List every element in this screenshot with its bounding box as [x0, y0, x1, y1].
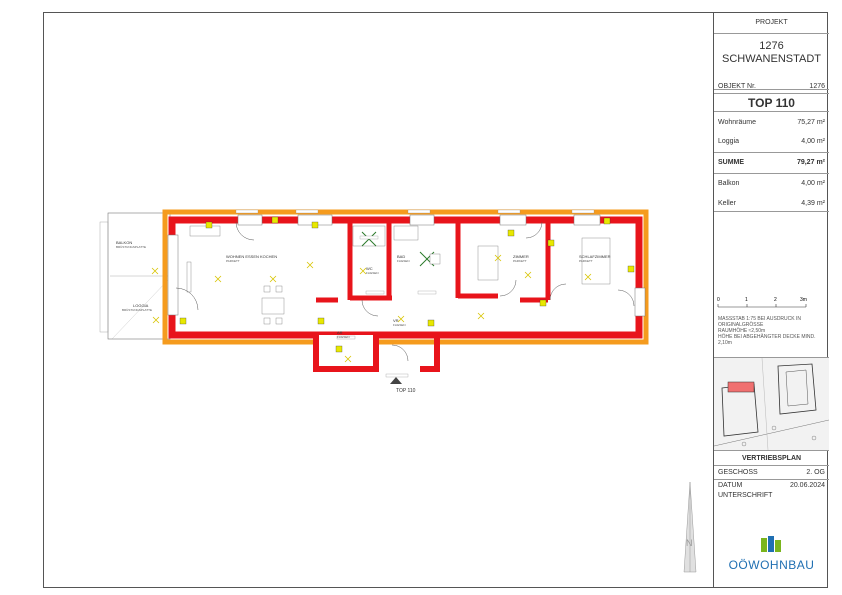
scale-tick: 0: [717, 297, 720, 303]
svg-text:BRÜSTUNGSPLATTE: BRÜSTUNGSPLATTE: [116, 245, 146, 249]
datum-row: DATUM 20.06.2024: [718, 482, 825, 489]
room-wc: WC: [366, 266, 373, 271]
company-logo: OÖWOHNBAU: [714, 534, 829, 572]
area-table: Wohnräume 75,27 m² Loggia 4,00 m² SUMME …: [714, 112, 829, 212]
room-bad: BAD: [397, 254, 405, 259]
objekt-row: OBJEKT Nr. 1276: [714, 79, 829, 94]
svg-text:FLIESEN: FLIESEN: [397, 259, 410, 263]
area-sum-row: SUMME 79,27 m²: [714, 153, 829, 174]
room-wohnen: WOHNEN ESSEN KOCHEN: [226, 254, 277, 259]
room-balkon: BALKON: [116, 240, 132, 245]
scale-block: 0 1 2 3m MASSSTAB 1:75 BEI AUSDRUCK IN O…: [714, 292, 829, 358]
outer-wall: [162, 209, 649, 345]
svg-text:FLIESEN: FLIESEN: [337, 335, 350, 339]
svg-text:FLIESEN: FLIESEN: [366, 271, 379, 275]
drawing-sheet: [43, 12, 828, 588]
room-vr: VR: [393, 318, 399, 323]
area-row: Wohnräume 75,27 m²: [718, 119, 825, 126]
projekt-number: 1276: [759, 40, 784, 52]
title-block: PROJEKT 1276 SCHWANENSTADT OBJEKT Nr. 12…: [713, 12, 830, 588]
logo-text: OÖWOHNBAU: [728, 558, 815, 572]
area-row: Balkon 4,00 m²: [718, 180, 825, 187]
projekt-label: PROJEKT: [714, 12, 829, 34]
room-labels: BALKON BRÜSTUNGSPLATTE LOGGIA BRÜSTUNGSP…: [116, 240, 611, 339]
svg-text:PARKETT: PARKETT: [579, 259, 593, 263]
apartment-walls: [168, 216, 643, 339]
svg-text:FLIESEN: FLIESEN: [393, 323, 406, 327]
scale-tick: 1: [745, 297, 748, 303]
room-ar: AR: [337, 330, 343, 335]
svg-text:BRÜSTUNGSPLATTE: BRÜSTUNGSPLATTE: [122, 308, 152, 312]
geschoss-row: GESCHOSS 2. OG: [714, 466, 829, 480]
projekt-name: SCHWANENSTADT: [722, 53, 821, 65]
entrance-arrow: [390, 377, 402, 384]
logo-icon: [760, 536, 781, 552]
room-schlafzimmer: SCHLAFZIMMER: [579, 254, 611, 259]
ceiling-lights: [151, 254, 592, 363]
interior-walls: [316, 222, 551, 303]
scale-bar: 0 1 2 3m: [717, 297, 807, 308]
north-arrow-icon: N: [683, 481, 697, 573]
svg-text:PARKETT: PARKETT: [226, 259, 240, 263]
plan-top-label: TOP 110: [396, 388, 416, 394]
top-number: TOP 110: [714, 94, 829, 112]
projekt-name-block: 1276 SCHWANENSTADT: [714, 34, 829, 90]
scale-tick: 2: [774, 297, 777, 303]
scale-notes: MASSSTAB 1:75 BEI AUSDRUCK IN ORIGINALGR…: [718, 316, 816, 346]
site-map: [713, 357, 830, 451]
svg-text:PARKETT: PARKETT: [513, 259, 527, 263]
svg-text:N: N: [686, 538, 693, 548]
floor-plan: BALKON BRÜSTUNGSPLATTE LOGGIA BRÜSTUNGSP…: [99, 209, 697, 573]
entrance-walls: [313, 335, 379, 372]
plan-type: VERTRIEBSPLAN: [714, 450, 829, 466]
area-row: Keller 4,39 m²: [718, 200, 825, 207]
area-row: Loggia 4,00 m²: [714, 132, 829, 153]
room-loggia: LOGGIA: [133, 303, 149, 308]
room-zimmer: ZIMMER: [513, 254, 529, 259]
unterschrift-label: UNTERSCHRIFT: [718, 492, 773, 499]
scale-tick: 3m: [800, 297, 807, 303]
